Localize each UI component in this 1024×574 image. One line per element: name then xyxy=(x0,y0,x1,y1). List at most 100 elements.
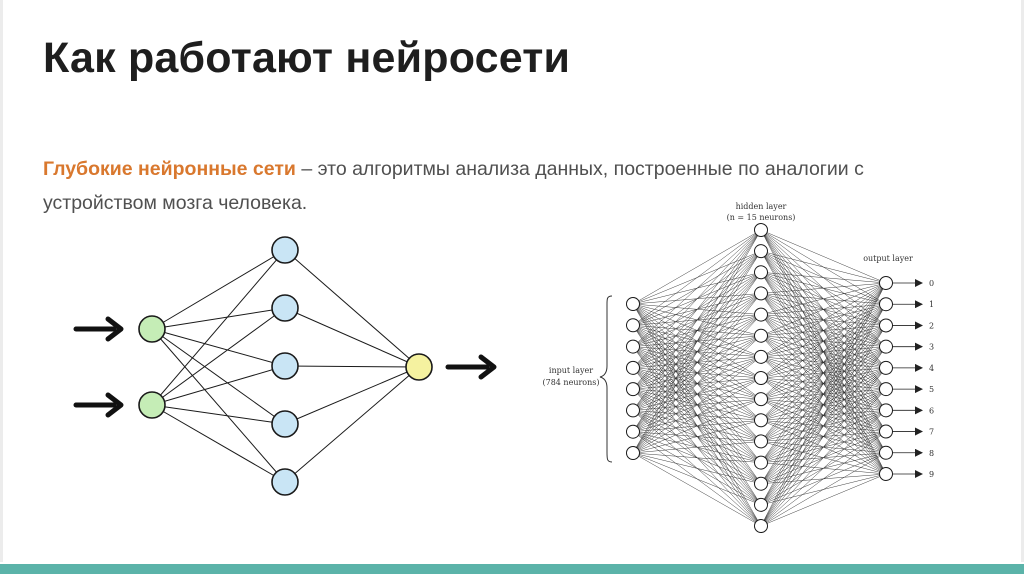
mnist-input-neuron xyxy=(626,382,640,397)
mnist-connection xyxy=(760,282,887,400)
slide-description: Глубокие нейронные сети – это алгоритмы … xyxy=(43,152,923,220)
output-digit-labels: 0 1 2 3 4 5 6 7 8 9 xyxy=(929,279,934,479)
mnist-connection xyxy=(632,452,762,463)
mnist-connection xyxy=(632,229,762,369)
connection-line xyxy=(151,365,286,406)
mnist-connection xyxy=(632,452,762,527)
mnist-connection xyxy=(632,272,762,454)
slide-frame-right xyxy=(1021,0,1024,562)
input-neuron-1 xyxy=(138,315,166,343)
input-arrow-top xyxy=(73,316,124,342)
mnist-connection xyxy=(632,293,762,454)
mnist-connection xyxy=(632,229,762,432)
mnist-input-neuron xyxy=(626,424,640,439)
input-neuron-2 xyxy=(138,391,166,419)
output-digit-label: 5 xyxy=(929,385,934,394)
mnist-input-neuron xyxy=(626,446,640,460)
output-digit-label: 3 xyxy=(929,343,934,352)
mnist-connection xyxy=(632,441,762,454)
mnist-output-neuron xyxy=(879,445,893,460)
mnist-connection xyxy=(760,346,887,527)
mnist-hidden-neuron xyxy=(754,413,768,428)
connection-line xyxy=(284,365,420,368)
mnist-input-neuron xyxy=(626,360,640,375)
mnist-output-neuron xyxy=(879,403,893,418)
output-digit-label: 0 xyxy=(929,279,934,288)
mnist-connection xyxy=(760,229,887,284)
description-text: – это алгоритмы анализа данных, построен… xyxy=(43,158,864,214)
hidden-layer-label: hidden layer xyxy=(736,202,787,211)
mnist-connection xyxy=(760,282,887,421)
mnist-connection xyxy=(760,282,887,527)
mnist-output-neuron xyxy=(879,424,893,439)
mnist-connection xyxy=(632,452,762,506)
mnist-connection xyxy=(632,229,762,305)
output-digit-label: 7 xyxy=(929,428,934,437)
mnist-connection xyxy=(760,282,887,505)
connection-line xyxy=(284,307,420,368)
mnist-output-neuron xyxy=(879,467,893,481)
connection-line xyxy=(151,404,286,483)
output-digit-label: 8 xyxy=(929,449,934,458)
description-highlight: Глубокие нейронные сети xyxy=(43,158,296,180)
connection-line xyxy=(151,328,286,425)
mnist-hidden-neuron xyxy=(754,455,768,470)
output-digit-label: 4 xyxy=(929,364,934,373)
slide-title: Как работают нейросети xyxy=(43,34,571,82)
connection-line xyxy=(284,249,420,368)
mnist-network-neurons xyxy=(626,223,893,533)
hidden-neuron-3 xyxy=(271,352,299,380)
mnist-hidden-neuron xyxy=(754,519,768,533)
bottom-accent-bar xyxy=(0,564,1024,574)
mnist-connection xyxy=(632,229,762,326)
mnist-output-neuron xyxy=(879,360,893,375)
output-neuron xyxy=(405,353,433,381)
mnist-hidden-neuron xyxy=(754,286,768,301)
hidden-neuron-1 xyxy=(271,236,299,264)
mnist-connection xyxy=(760,282,887,484)
output-digit-label: 1 xyxy=(929,300,934,309)
mnist-network-diagram: hidden layer (n = 15 neurons) output lay… xyxy=(543,202,934,533)
mnist-output-neuron xyxy=(879,339,893,354)
mnist-connection xyxy=(760,367,887,527)
mnist-hidden-neuron xyxy=(754,307,768,322)
mnist-connection xyxy=(632,229,762,454)
output-digit-label: 2 xyxy=(929,321,934,330)
mnist-connection xyxy=(632,452,762,484)
simple-network-diagram xyxy=(73,236,497,496)
connection-line xyxy=(151,328,286,367)
connection-line xyxy=(151,404,286,425)
input-layer-brace xyxy=(599,295,613,463)
mnist-input-neuron xyxy=(626,403,640,418)
mnist-connection xyxy=(632,229,762,411)
mnist-connection xyxy=(632,335,762,454)
slide-frame-left xyxy=(0,0,3,562)
simple-network-connections xyxy=(151,249,420,483)
mnist-connection xyxy=(760,282,887,379)
mnist-connection xyxy=(760,282,887,315)
mnist-output-neuron xyxy=(879,276,893,290)
mnist-hidden-neuron xyxy=(754,371,768,385)
mnist-connection xyxy=(632,398,762,454)
mnist-connection xyxy=(760,410,887,527)
mnist-connection xyxy=(760,250,887,284)
mnist-output-neuron xyxy=(879,297,893,312)
input-layer-count-label: (784 neurons) xyxy=(543,378,600,387)
output-digit-label: 6 xyxy=(929,406,934,415)
mnist-input-neuron xyxy=(626,339,640,354)
mnist-connection xyxy=(760,282,887,463)
mnist-connection xyxy=(632,420,762,454)
mnist-hidden-neuron xyxy=(754,476,768,491)
mnist-connection xyxy=(632,251,762,454)
output-digit-label: 9 xyxy=(929,470,934,479)
mnist-connection xyxy=(632,229,762,347)
mnist-connection xyxy=(760,431,887,527)
mnist-network-connections xyxy=(632,229,923,527)
output-arrow xyxy=(445,354,497,380)
mnist-connection xyxy=(760,282,887,358)
mnist-output-neuron xyxy=(879,382,893,397)
mnist-connection xyxy=(760,282,887,336)
connection-line xyxy=(284,366,420,483)
hidden-layer-count-label: (n = 15 neurons) xyxy=(727,213,796,222)
